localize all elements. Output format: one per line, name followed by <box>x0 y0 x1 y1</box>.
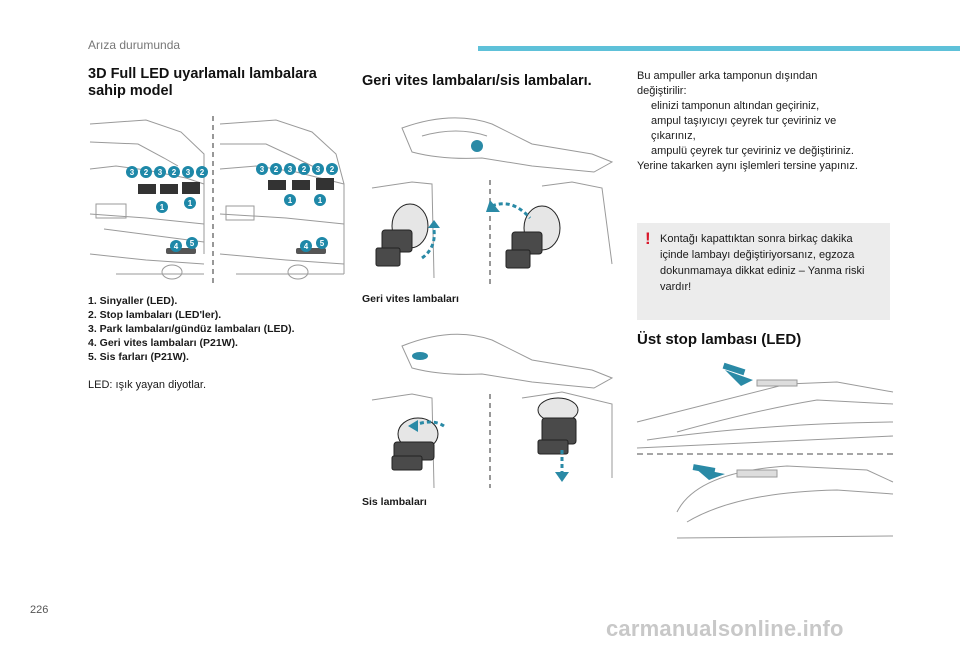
reverse-light-illustration <box>371 117 614 284</box>
outro-line: Yerine takarken aynı işlemleri tersine y… <box>637 160 858 172</box>
legend-item: 5. Sis farları (P21W). <box>88 351 189 363</box>
section-title-reverse-fog: Geri vites lambaları/sis lambaları. <box>362 73 592 89</box>
warning-line: dokunmamaya dikkat ediniz – Yanma riski <box>660 265 865 277</box>
callout-l-8: 1 <box>188 199 193 208</box>
callout-r-8: 1 <box>318 196 323 205</box>
warning-line: vardır! <box>660 281 692 293</box>
led-note: LED: ışık yayan diyotlar. <box>88 379 206 391</box>
step-text: çıkarınız, <box>651 130 696 142</box>
callout-r-7: 1 <box>288 196 293 205</box>
callout-l-5: 3 <box>186 168 191 177</box>
caption-fog-lights: Sis lambaları <box>362 496 427 508</box>
third-stop-illustration <box>636 362 894 539</box>
intro-line-1: Bu ampuller arka tamponun dışından <box>637 70 818 82</box>
intro-line-2: değiştirilir: <box>637 85 687 97</box>
step-1: elinizi tamponun altından geçiriniz, <box>637 99 899 114</box>
step-2: ampul taşıyıcıyı çeyrek tur çeviriniz ve <box>637 114 899 129</box>
callout-l-4: 2 <box>172 168 177 177</box>
legend-item: 1. Sinyaller (LED). <box>88 295 178 307</box>
warning-box <box>637 223 890 320</box>
callout-r-9: 4 <box>304 242 309 251</box>
procedure-text: Bu ampuller arka tamponun dışından değiş… <box>637 69 899 174</box>
warning-line: Kontağı kapattıktan sonra birkaç dakika <box>660 233 853 245</box>
header-accent-bar <box>478 46 960 51</box>
section-title-3d-led: 3D Full LED uyarlamalı lambalara sahip m… <box>88 66 350 100</box>
warning-line: içinde lambayı değiştiriyorsanız, egzoza <box>660 249 855 261</box>
callout-l-9: 4 <box>174 242 179 251</box>
callout-r-5: 3 <box>316 165 321 174</box>
legend-item: 3. Park lambaları/gündüz lambaları (LED)… <box>88 323 295 335</box>
callout-l-2: 2 <box>144 168 149 177</box>
step-text: elinizi tamponun altından geçiriniz, <box>651 100 820 112</box>
title-line-1: 3D Full LED uyarlamalı lambalara <box>88 66 317 82</box>
title-line-2: sahip model <box>88 83 173 99</box>
warning-text: Kontağı kapattıktan sonra birkaç dakika … <box>660 231 882 295</box>
callout-l-10: 5 <box>190 239 195 248</box>
rear-lights-illustration: 3 2 3 2 3 2 1 1 4 5 3 2 3 2 3 2 1 1 4 5 <box>89 116 345 286</box>
legend-item: 2. Stop lambaları (LED'ler). <box>88 309 222 321</box>
page-number: 226 <box>30 604 49 616</box>
callout-r-4: 2 <box>302 165 307 174</box>
callout-l-6: 2 <box>200 168 205 177</box>
step-2-cont: çıkarınız, <box>637 129 899 144</box>
callout-r-10: 5 <box>320 239 325 248</box>
warning-icon: ! <box>645 229 651 248</box>
callout-l-3: 3 <box>158 168 163 177</box>
callout-l-1: 3 <box>130 168 135 177</box>
callout-r-6: 2 <box>330 165 335 174</box>
running-header: Arıza durumunda <box>88 38 181 52</box>
watermark: carmanualsonline.info <box>606 616 844 641</box>
callout-l-7: 1 <box>160 203 165 212</box>
legend-item: 4. Geri vites lambaları (P21W). <box>88 337 238 349</box>
callout-r-2: 2 <box>274 165 279 174</box>
step-text: ampulü çeyrek tur çeviriniz ve değiştiri… <box>651 145 854 157</box>
callout-r-1: 3 <box>260 165 265 174</box>
callout-r-3: 3 <box>288 165 293 174</box>
caption-reverse-lights: Geri vites lambaları <box>362 293 459 305</box>
step-3: ampulü çeyrek tur çeviriniz ve değiştiri… <box>637 144 899 159</box>
fog-light-illustration <box>371 333 614 489</box>
section-title-third-stop: Üst stop lambası (LED) <box>637 331 802 348</box>
step-text: ampul taşıyıcıyı çeyrek tur çeviriniz ve <box>651 115 837 127</box>
bulb-legend: 1. Sinyaller (LED). 2. Stop lambaları (L… <box>88 294 358 364</box>
